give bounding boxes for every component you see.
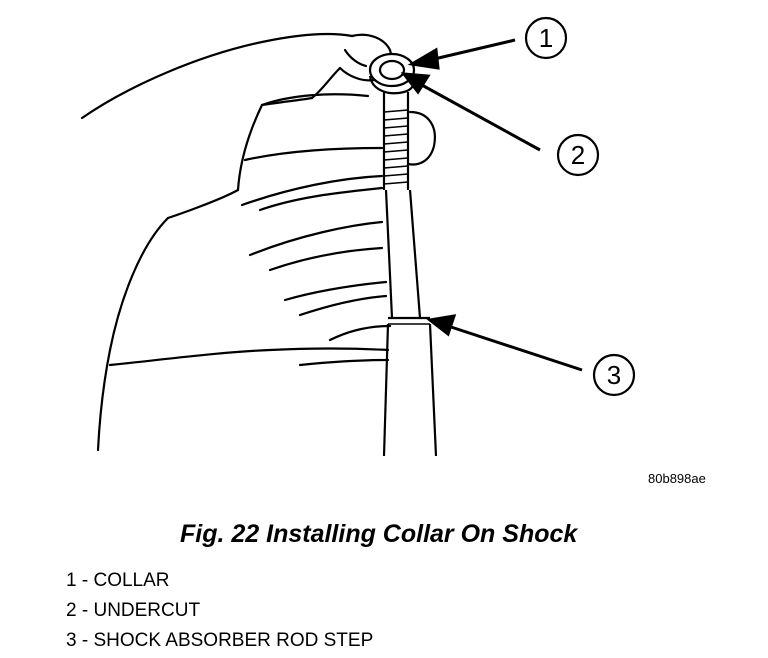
shock-rod-drawing [368,52,438,457]
callout-1: 1 [524,16,568,60]
collar-installation-illustration: 1 2 3 [80,16,636,457]
figure-caption: Fig. 22 Installing Collar On Shock [180,520,578,548]
callout-legend: 1 - COLLAR 2 - UNDERCUT 3 - SHOCK ABSORB… [66,566,373,656]
figure-image-id: 80b898ae [648,471,706,486]
legend-label: SHOCK ABSORBER ROD STEP [93,630,374,651]
legend-separator: - [76,630,94,651]
legend-label: UNDERCUT [93,600,201,621]
legend-item: 2 - UNDERCUT [66,596,373,626]
callout-3: 3 [592,353,636,397]
callout-2: 2 [556,133,600,177]
legend-separator: - [76,600,94,621]
callout-3-number: 3 [607,360,621,390]
legend-number: 1 [66,570,77,591]
hand-drawing [80,32,436,452]
legend-label: COLLAR [93,570,170,591]
legend-item: 1 - COLLAR [66,566,373,596]
legend-item: 3 - SHOCK ABSORBER ROD STEP [66,626,373,656]
legend-number: 3 [66,630,77,651]
callout-2-number: 2 [571,140,585,170]
legend-separator: - [76,570,94,591]
leader-arrows [400,38,583,372]
legend-number: 2 [66,600,77,621]
callout-1-number: 1 [539,23,553,53]
